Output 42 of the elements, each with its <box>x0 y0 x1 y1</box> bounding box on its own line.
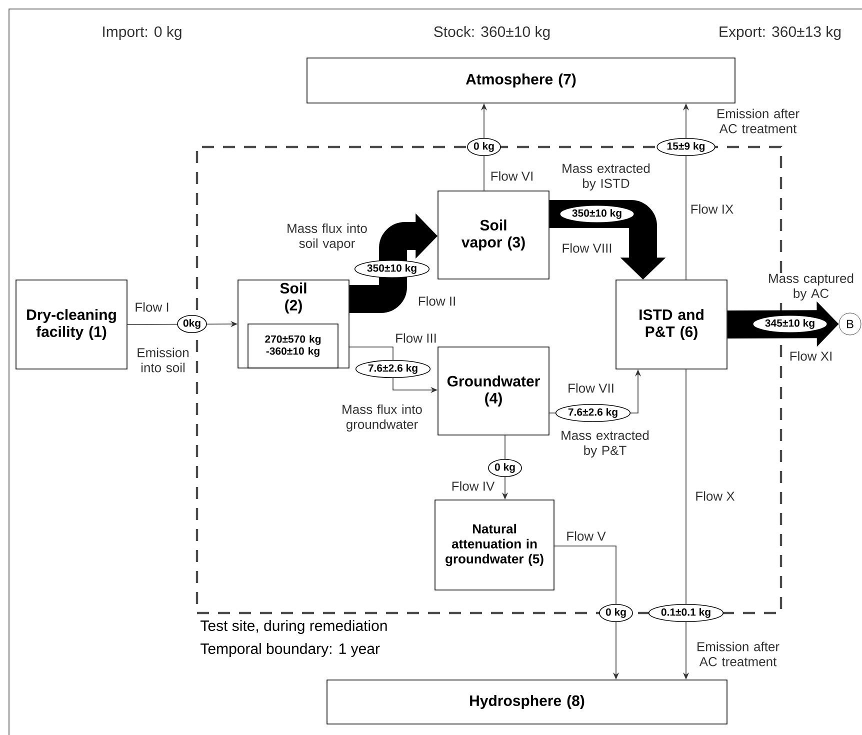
flow-note: Emission after AC treatment <box>718 108 800 134</box>
boundary-caption: Test site, during remediation <box>200 620 387 634</box>
edge-label: 345±10 kg <box>752 314 828 334</box>
boundary-caption: Temporal boundary: 1 year <box>200 643 380 657</box>
process-box: Groundwater (4) <box>438 346 550 436</box>
process-box: Natural attenuation in groundwater (5) <box>434 500 554 590</box>
process-box: ISTD and P&T (6) <box>616 280 728 370</box>
flow-note: Flow VII <box>568 383 614 393</box>
flow-note: Flow XI <box>790 351 832 361</box>
edge-label: 7.6±2.6 kg <box>555 404 631 422</box>
flow-note: Flow IV <box>452 481 495 491</box>
edge-label: 0.1±0.1 kg <box>648 604 724 622</box>
flow-note: Emission after AC treatment <box>698 642 780 666</box>
edge-label: 7.6±2.6 kg <box>355 360 431 378</box>
compartment-box: Hydrosphere (8) <box>326 680 728 724</box>
flow-note: Mass flux into groundwater <box>342 404 422 432</box>
flow-note: Mass extracted by P&T <box>562 430 649 458</box>
flow-note: Flow I <box>136 302 168 312</box>
edge-label: 15±9 kg <box>656 138 716 156</box>
flow-note: Mass extracted by ISTD <box>562 163 650 191</box>
flow-note: Flow X <box>696 491 735 501</box>
edge-label: 350±10 kg <box>354 260 430 278</box>
flow-note: Flow III <box>396 333 436 343</box>
process-box: Soil vapor (3) <box>438 190 550 280</box>
flow-note: Export: 360±13 kg <box>720 26 841 40</box>
flow-note: Mass flux into soil vapor <box>288 223 367 251</box>
edge-label: 350±10 kg <box>559 204 635 224</box>
edge-label: 0 kg <box>467 138 501 156</box>
flow-note: Flow II <box>418 296 455 306</box>
edge-label: 0 kg <box>599 604 633 622</box>
flow-note: Flow VI <box>491 171 532 181</box>
flow-note: Stock: 360±10 kg <box>434 26 550 40</box>
stock-box: 270±570 kg -360±10 kg <box>248 324 338 368</box>
compartment-box: Atmosphere (7) <box>306 58 736 104</box>
edge-label: 0 kg <box>488 458 522 478</box>
flow-note: Flow V <box>567 531 606 541</box>
edge-label: 0kg <box>177 314 207 334</box>
facility-box: Dry-cleaning facility (1) <box>16 280 128 370</box>
flow-note: Mass captured by AC <box>765 273 857 301</box>
flow-note: Flow IX <box>691 204 734 214</box>
flow-note: Flow VIII <box>562 243 612 253</box>
flow-note: Import: 0 kg <box>103 26 182 40</box>
